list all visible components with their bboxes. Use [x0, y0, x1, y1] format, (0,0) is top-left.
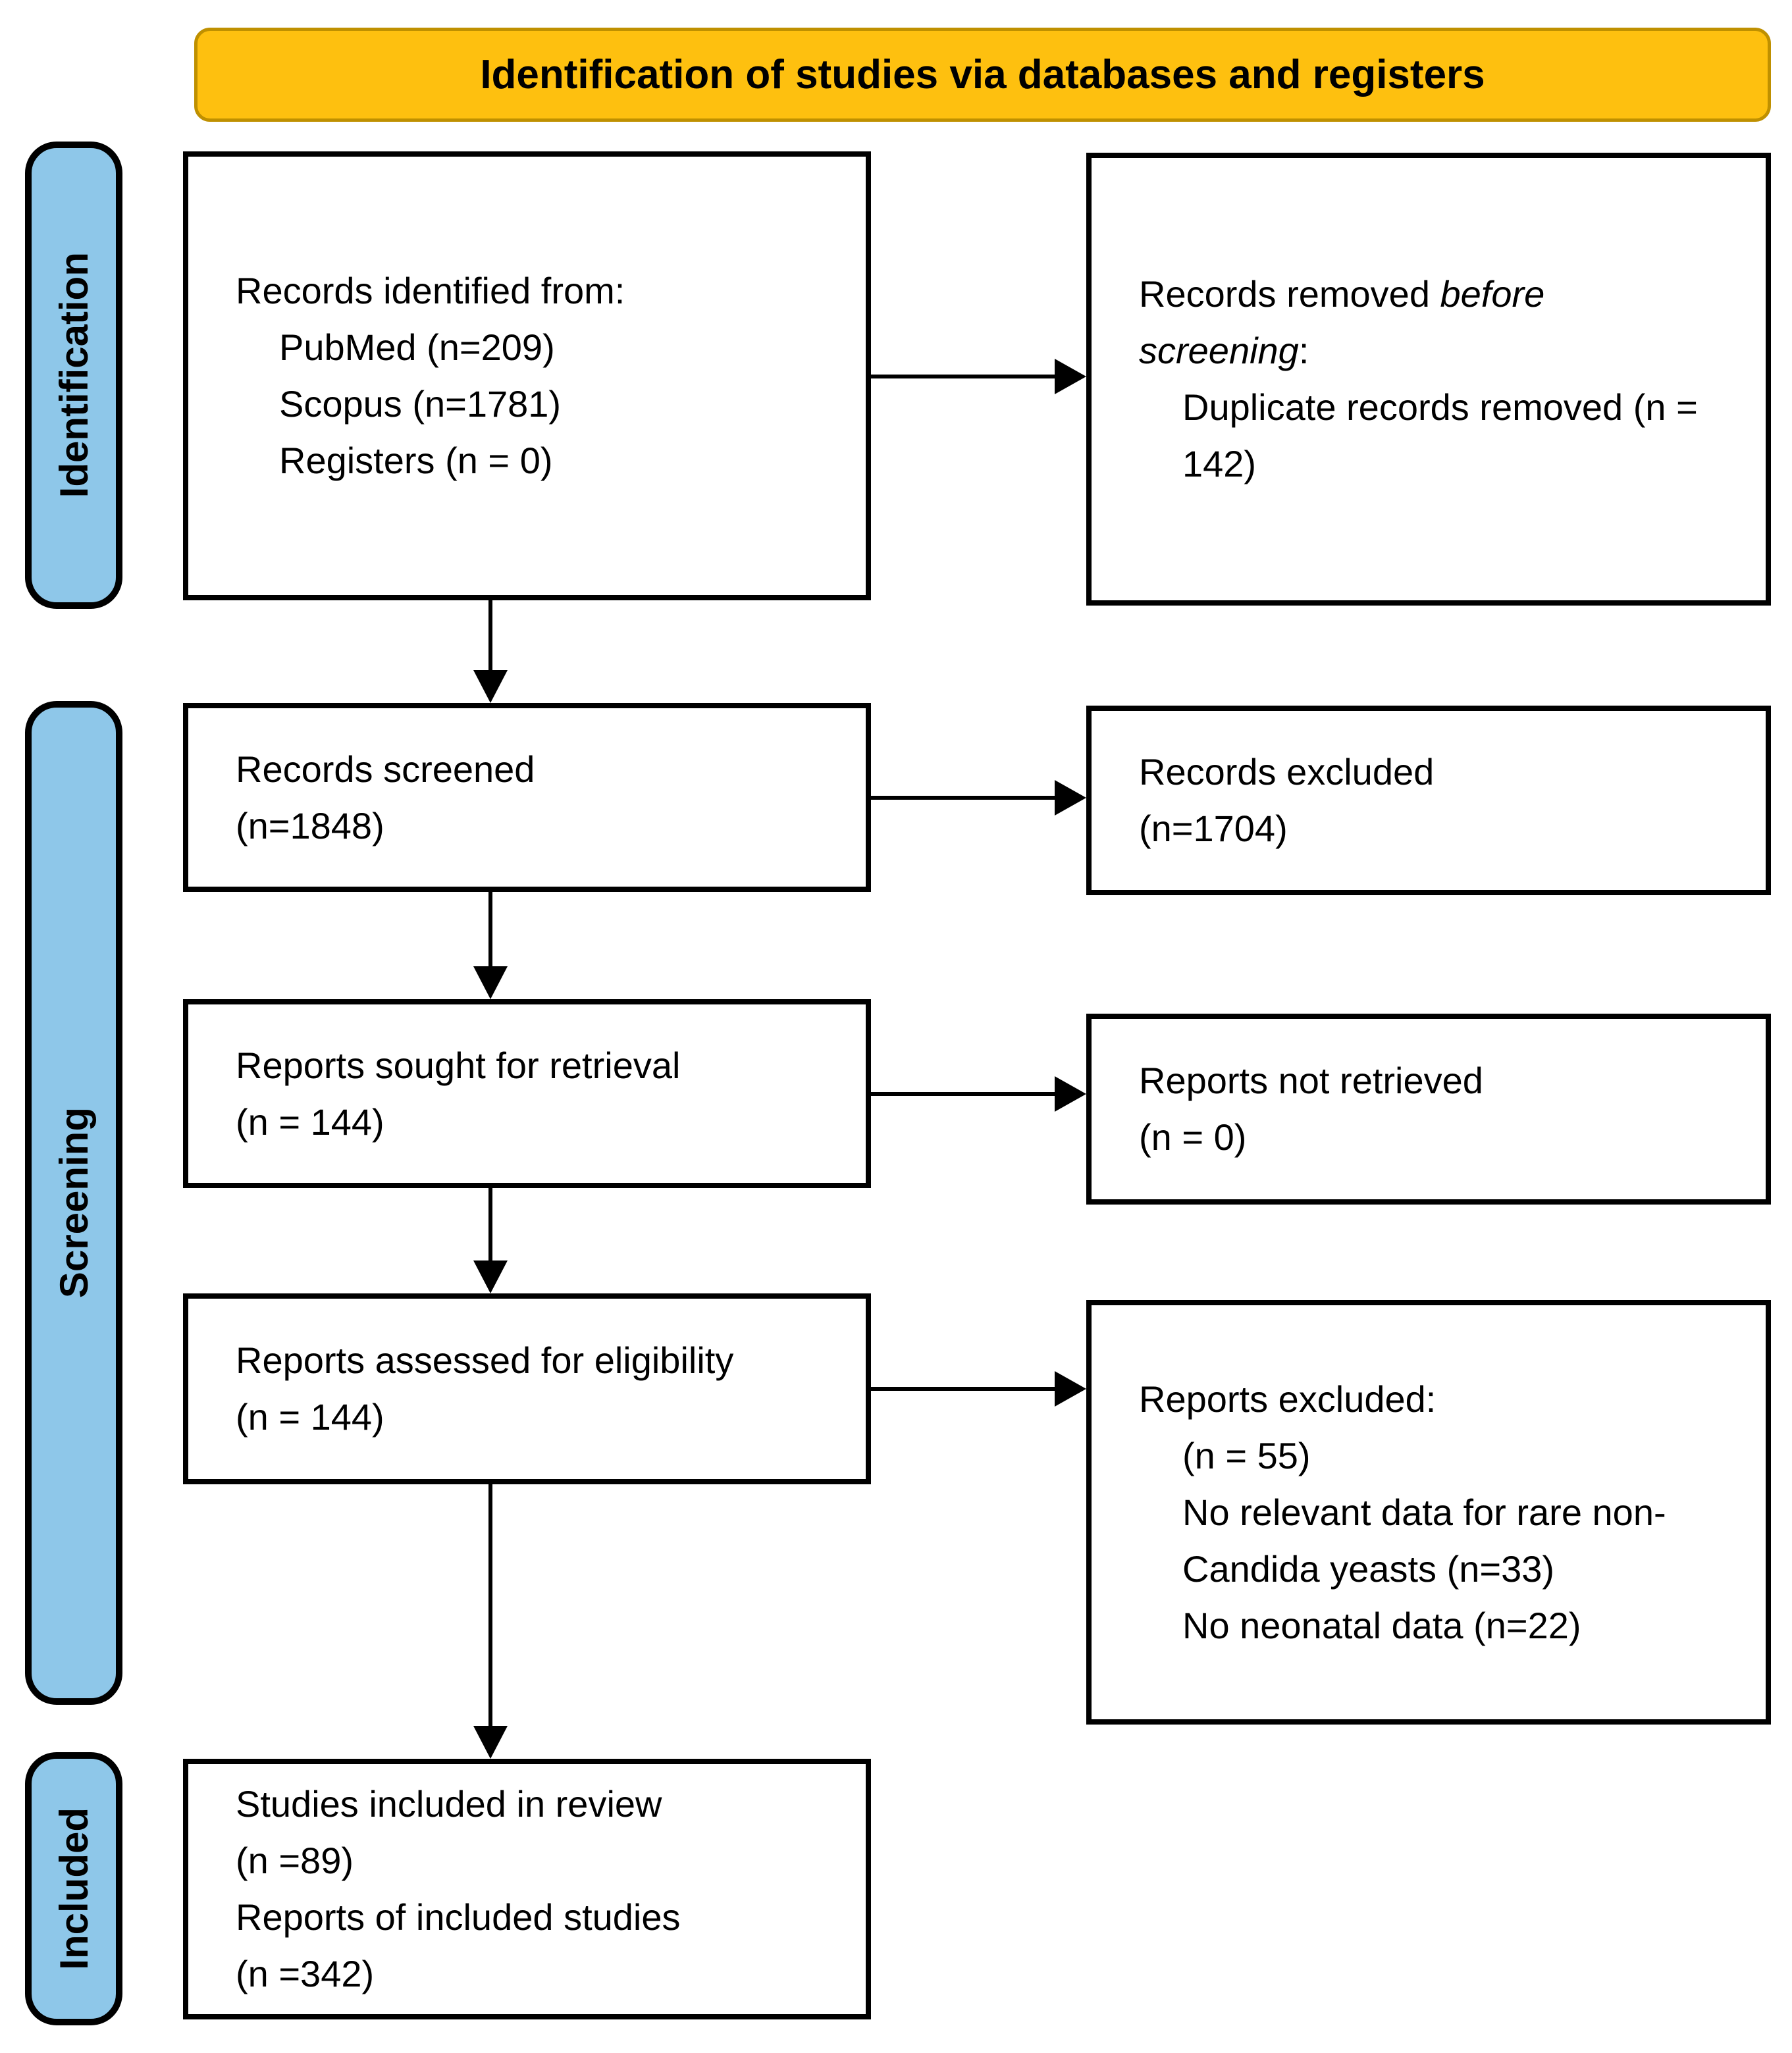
reports-excluded-item: No relevant data for rare non-Candida ye…	[1182, 1491, 1666, 1590]
studies-included-line: Studies included in review	[236, 1783, 662, 1825]
records-excluded-line: (n=1704)	[1139, 808, 1288, 849]
studies-included-line: Reports of included studies	[236, 1896, 681, 1938]
banner: Identification of studies via databases …	[194, 28, 1771, 122]
box-reports-excluded: Reports excluded: (n = 55) No relevant d…	[1086, 1300, 1771, 1725]
stage-screening-label: Screening	[51, 1107, 96, 1299]
reports-excluded-item: No neonatal data (n=22)	[1182, 1604, 1581, 1646]
reports-sought-line: Reports sought for retrieval	[236, 1044, 681, 1086]
records-identified-item: Registers (n = 0)	[279, 440, 553, 481]
box-reports-assessed: Reports assessed for eligibility (n = 14…	[183, 1293, 871, 1484]
box-reports-sought: Reports sought for retrieval (n = 144)	[183, 999, 871, 1188]
records-screened-line: (n=1848)	[236, 804, 384, 846]
box-studies-included: Studies included in review (n =89) Repor…	[183, 1759, 871, 2019]
banner-title: Identification of studies via databases …	[480, 52, 1485, 97]
stage-identification: Identification	[25, 142, 122, 609]
records-identified-title: Records identified from:	[236, 270, 625, 311]
box-records-identified: Records identified from: PubMed (n=209) …	[183, 151, 871, 600]
box-records-removed: Records removed before screening: Duplic…	[1086, 153, 1771, 606]
stage-screening: Screening	[25, 701, 122, 1705]
records-identified-item: PubMed (n=209)	[279, 326, 555, 368]
records-excluded-line: Records excluded	[1139, 751, 1435, 793]
reports-not-retrieved-line: Reports not retrieved	[1139, 1060, 1483, 1101]
studies-included-line: (n =342)	[236, 1953, 375, 1994]
records-removed-title-line2: screening:	[1139, 330, 1309, 371]
reports-assessed-line: (n = 144)	[236, 1396, 384, 1438]
records-identified-item: Scopus (n=1781)	[279, 383, 562, 425]
records-removed-item: Duplicate records removed (n = 142)	[1182, 386, 1698, 484]
stage-identification-label: Identification	[51, 252, 96, 498]
records-screened-line: Records screened	[236, 748, 535, 790]
studies-included-line: (n =89)	[236, 1840, 354, 1881]
box-records-screened: Records screened (n=1848)	[183, 703, 871, 892]
reports-excluded-title: Reports excluded:	[1139, 1378, 1436, 1420]
reports-sought-line: (n = 144)	[236, 1101, 384, 1143]
box-reports-not-retrieved: Reports not retrieved (n = 0)	[1086, 1014, 1771, 1205]
box-records-excluded: Records excluded (n=1704)	[1086, 706, 1771, 895]
records-removed-title-line1: Records removed before	[1139, 273, 1545, 315]
stage-included: Included	[25, 1752, 122, 2025]
reports-assessed-line: Reports assessed for eligibility	[236, 1339, 734, 1381]
reports-not-retrieved-line: (n = 0)	[1139, 1116, 1247, 1158]
reports-excluded-item: (n = 55)	[1182, 1434, 1311, 1476]
stage-included-label: Included	[51, 1807, 96, 1970]
